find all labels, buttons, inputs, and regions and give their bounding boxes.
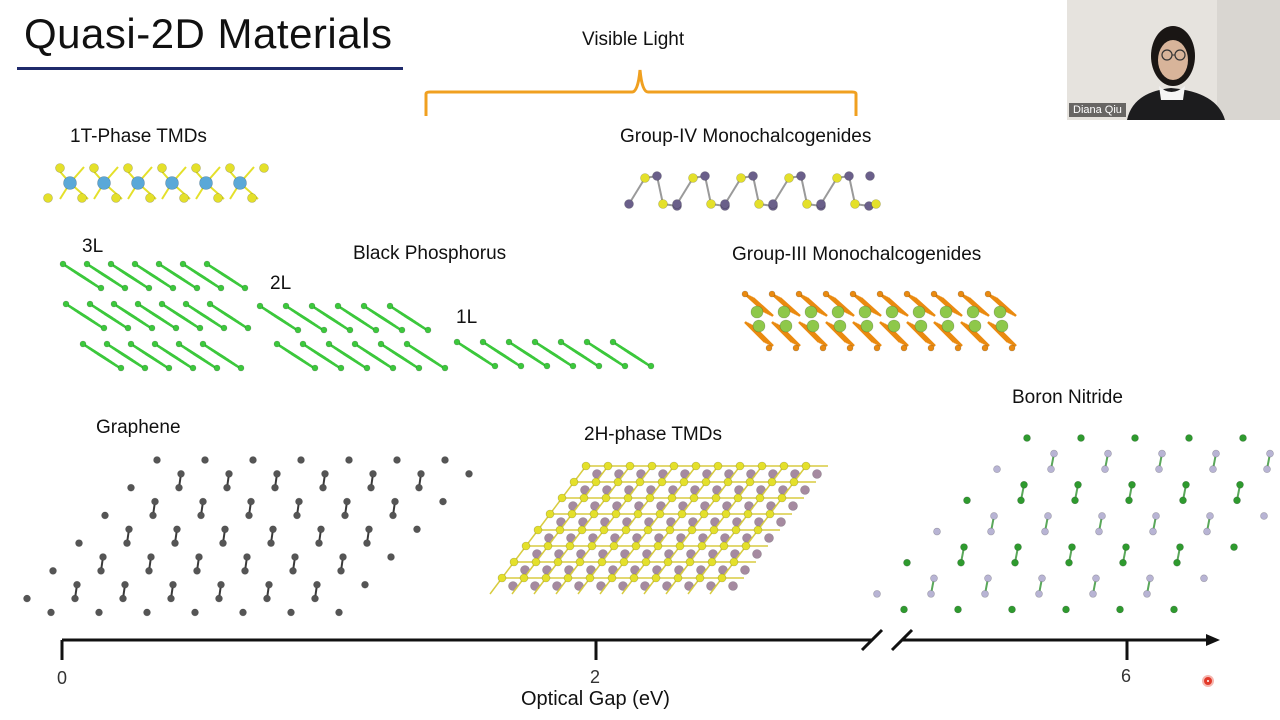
black-phosphorus-2l-image <box>256 302 449 372</box>
axis-title: Optical Gap (eV) <box>521 688 670 710</box>
slide-title: Quasi-2D Materials <box>24 10 393 57</box>
label-1l: 1L <box>456 307 478 328</box>
axis-break-mark-right <box>890 628 914 652</box>
label-black-phosphorus: Black Phosphorus <box>353 243 507 264</box>
participant-video-tile[interactable]: Diana Qiu <box>1067 0 1280 120</box>
label-3l: 3L <box>82 236 104 257</box>
visible-light-label: Visible Light <box>582 29 685 50</box>
label-graphene: Graphene <box>96 417 181 438</box>
label-2l: 2L <box>270 273 292 294</box>
graphene-structure-image <box>23 456 473 617</box>
label-boron-nitride: Boron Nitride <box>1012 387 1123 408</box>
1t-tmd-structure-image <box>43 163 269 203</box>
participant-name: Diana Qiu <box>1069 103 1126 117</box>
label-group-iv: Group-IV Monochalcogenides <box>620 126 872 147</box>
label-group-iii: Group-III Monochalcogenides <box>732 244 982 265</box>
label-1t-tmds: 1T-Phase TMDs <box>70 126 207 147</box>
group-iii-structure-image <box>741 290 1017 352</box>
black-phosphorus-3l-image <box>59 260 252 372</box>
label-2h-tmds: 2H-phase TMDs <box>584 424 722 445</box>
axis-tick-0: 0 <box>57 668 68 688</box>
participant-avatar <box>1067 0 1280 120</box>
axis-tick-2: 2 <box>590 667 601 687</box>
title-underline <box>17 67 403 70</box>
black-phosphorus-1l-image <box>453 338 655 370</box>
boron-nitride-structure-image <box>873 434 1274 614</box>
laser-pointer-cursor <box>1202 675 1214 687</box>
axis-break-mark-left <box>860 628 884 652</box>
2h-tmd-structure-image <box>489 461 828 595</box>
group-iv-structure-image <box>624 171 881 211</box>
axis-tick-6: 6 <box>1121 666 1132 686</box>
